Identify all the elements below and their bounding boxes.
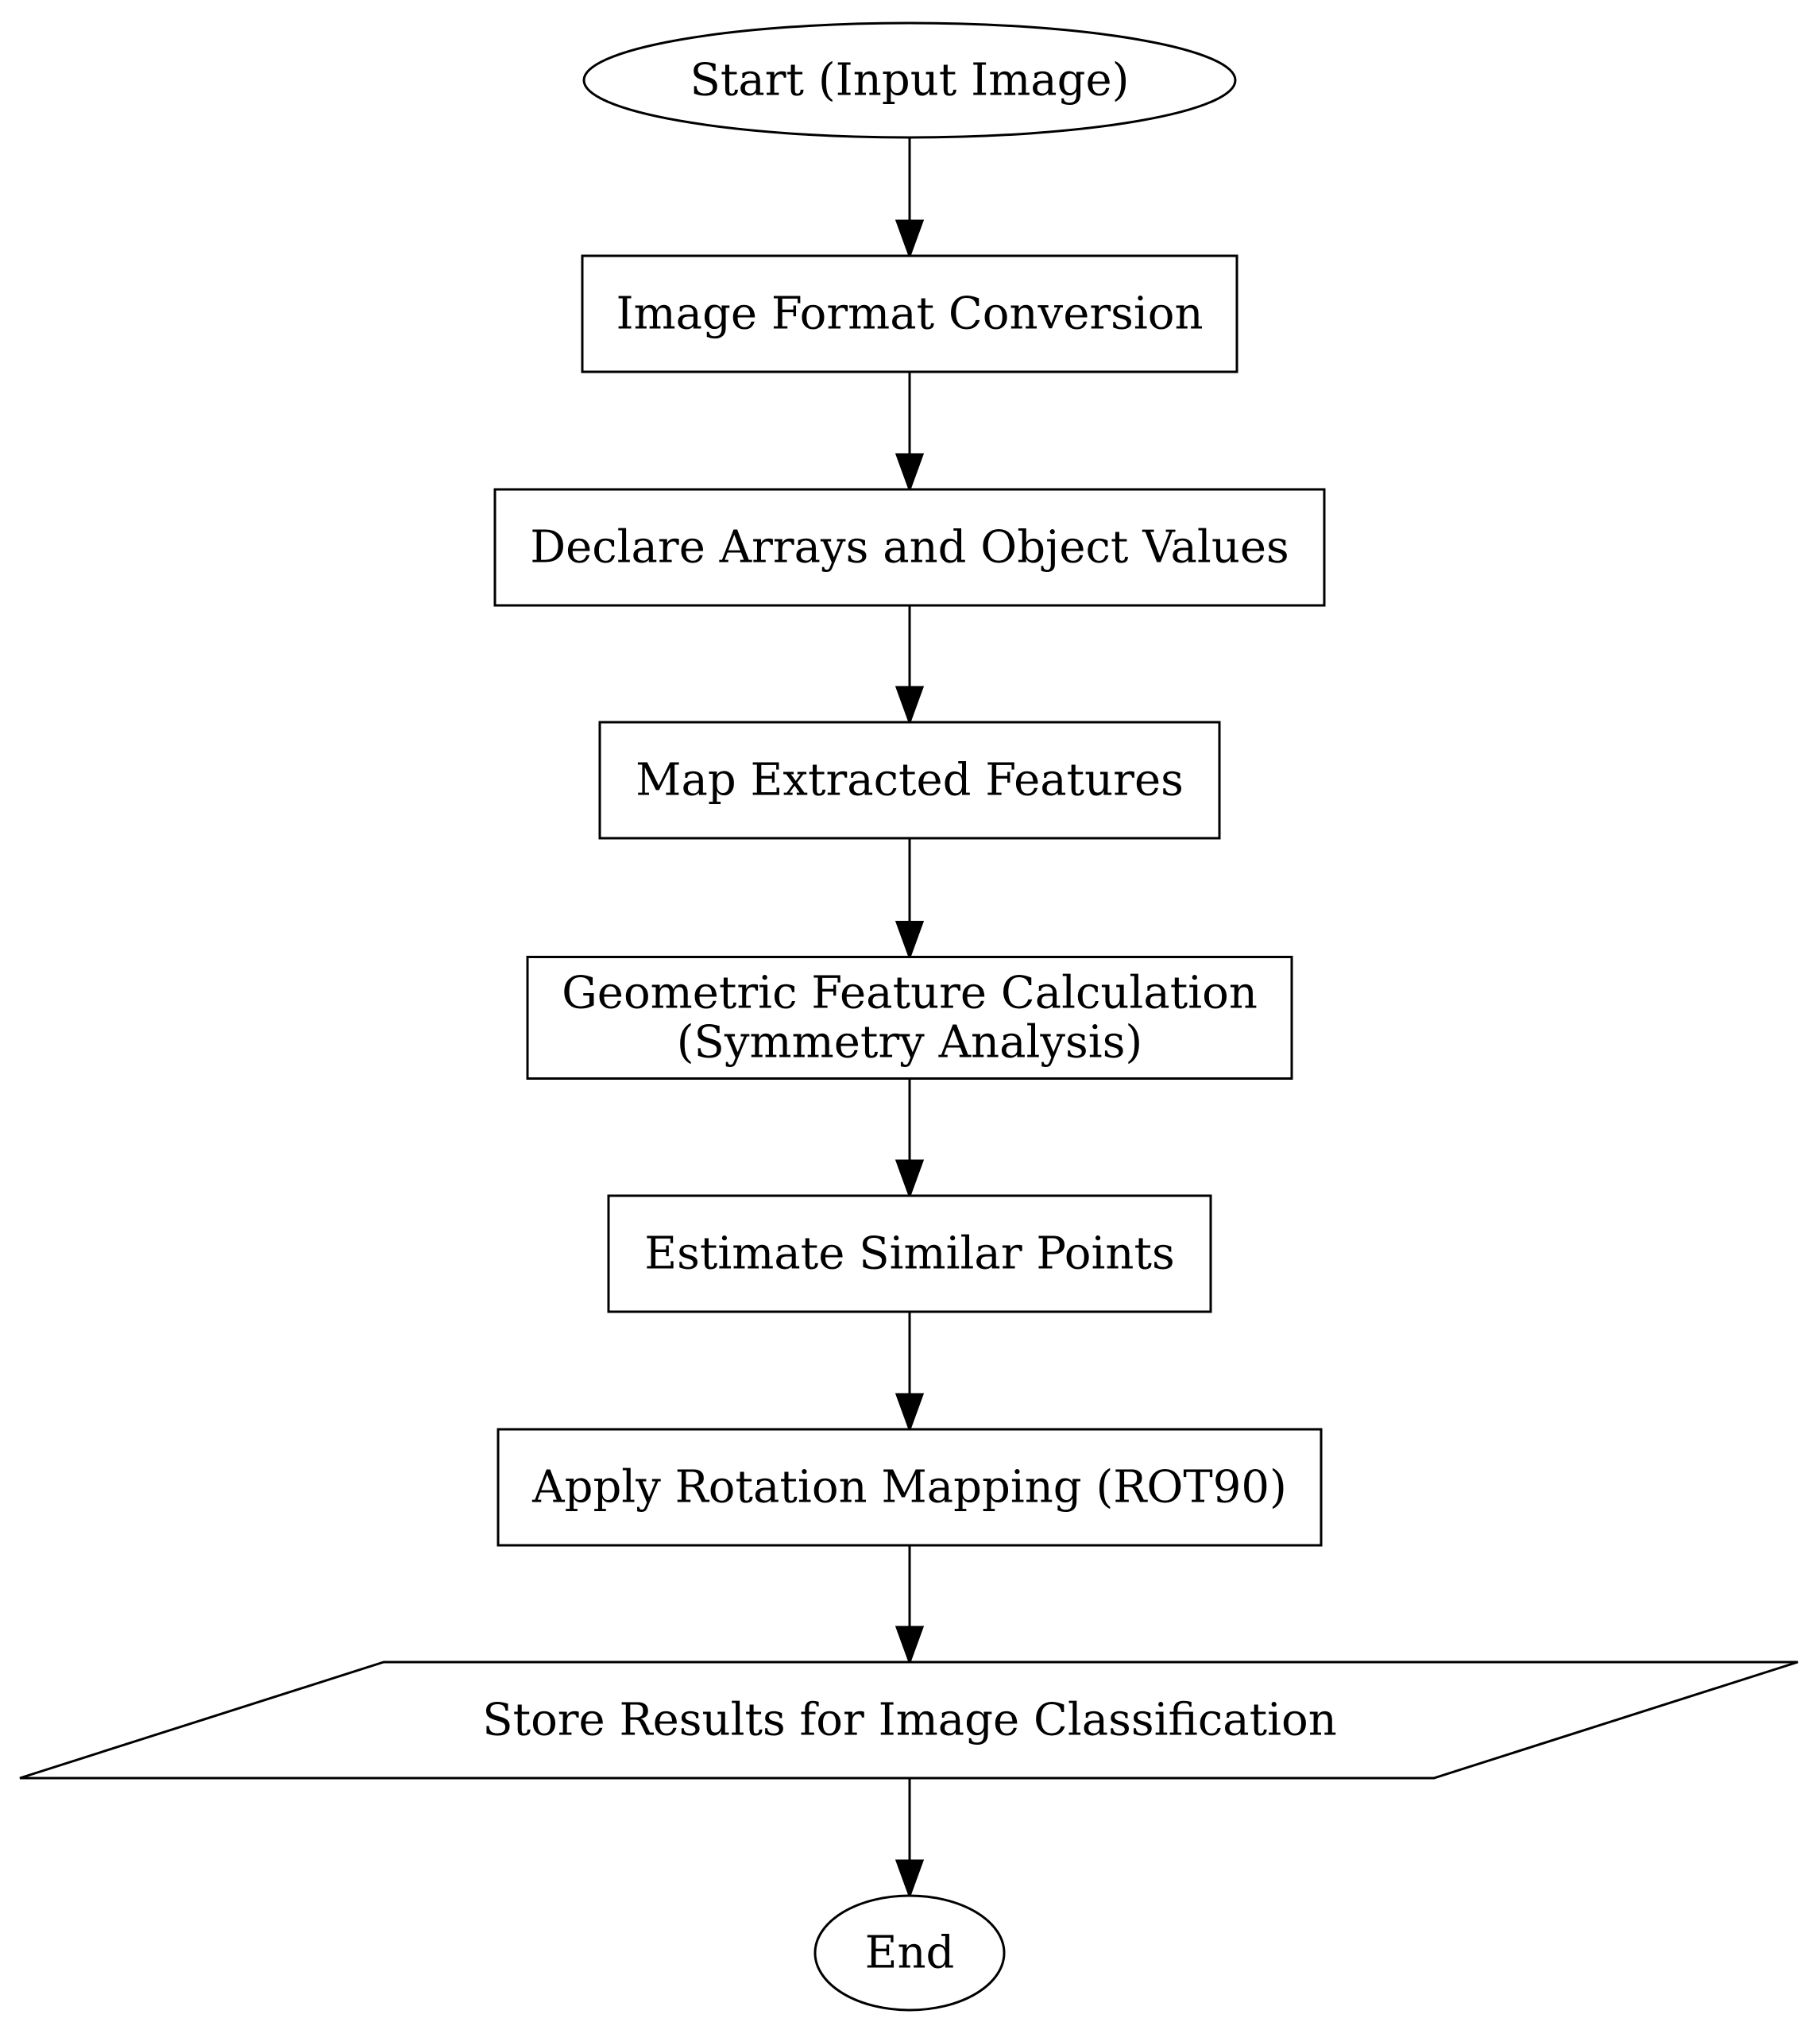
arrow-geometric-to-estimate	[895, 1078, 925, 1200]
node-store-label: Store Results for Image Classification	[482, 1695, 1337, 1746]
arrow-estimate-to-rotation	[895, 1312, 925, 1433]
arrow-format-to-declare	[895, 372, 925, 493]
node-format-label: Image Format Conversion	[616, 288, 1203, 340]
node-store: Store Results for Image Classification	[19, 1661, 1799, 1780]
arrowhead-icon	[895, 686, 925, 726]
nodes-layer: Start (Input Image) Image Format Conversi…	[19, 21, 1799, 2012]
edges-layer	[895, 137, 925, 1900]
node-end-label: End	[865, 1927, 955, 1979]
node-declare-label: Declare Arrays and Object Values	[530, 522, 1289, 574]
node-map-rectangle	[598, 721, 1221, 840]
node-estimate: Estimate Similar Points	[607, 1194, 1212, 1313]
arrow-store-to-end	[895, 1778, 925, 1900]
node-start-label: Start (Input Image)	[690, 55, 1129, 106]
node-estimate-rectangle	[607, 1194, 1212, 1313]
node-map-label: Map Extracted Features	[636, 755, 1184, 806]
node-rotation-label: Apply Rotation Mapping (ROT90)	[531, 1462, 1287, 1514]
arrowhead-icon	[895, 921, 925, 961]
node-geometric-label-line-2: (Symmetry Analysis)	[677, 1017, 1143, 1069]
node-estimate-label: Estimate Similar Points	[644, 1228, 1174, 1280]
node-format: Image Format Conversion	[581, 254, 1238, 373]
node-end-ellipse	[813, 1894, 1006, 2012]
node-geometric-rectangle	[526, 956, 1293, 1080]
arrow-start-to-format	[895, 137, 925, 260]
arrowhead-icon	[895, 1159, 925, 1200]
node-rotation-rectangle	[497, 1428, 1323, 1547]
node-format-rectangle	[581, 254, 1238, 373]
node-map: Map Extracted Features	[598, 721, 1221, 840]
node-geometric: Geometric Feature Calculation(Symmetry A…	[526, 956, 1293, 1080]
arrowhead-icon	[895, 219, 925, 260]
arrowhead-icon	[895, 1393, 925, 1433]
arrowhead-icon	[895, 1626, 925, 1666]
arrowhead-icon	[895, 453, 925, 493]
node-store-parallelogram	[19, 1661, 1799, 1780]
node-end: End	[813, 1894, 1006, 2012]
arrowhead-icon	[895, 1859, 925, 1900]
arrow-map-to-geometric	[895, 838, 925, 961]
node-start-ellipse	[582, 21, 1237, 139]
node-geometric-label-line-1: Geometric Feature Calculation	[562, 968, 1258, 1019]
node-rotation: Apply Rotation Mapping (ROT90)	[497, 1428, 1323, 1547]
node-start: Start (Input Image)	[582, 21, 1237, 139]
arrow-rotation-to-store	[895, 1545, 925, 1666]
arrow-declare-to-map	[895, 605, 925, 726]
node-declare-rectangle	[493, 488, 1326, 607]
node-declare: Declare Arrays and Object Values	[493, 488, 1326, 607]
